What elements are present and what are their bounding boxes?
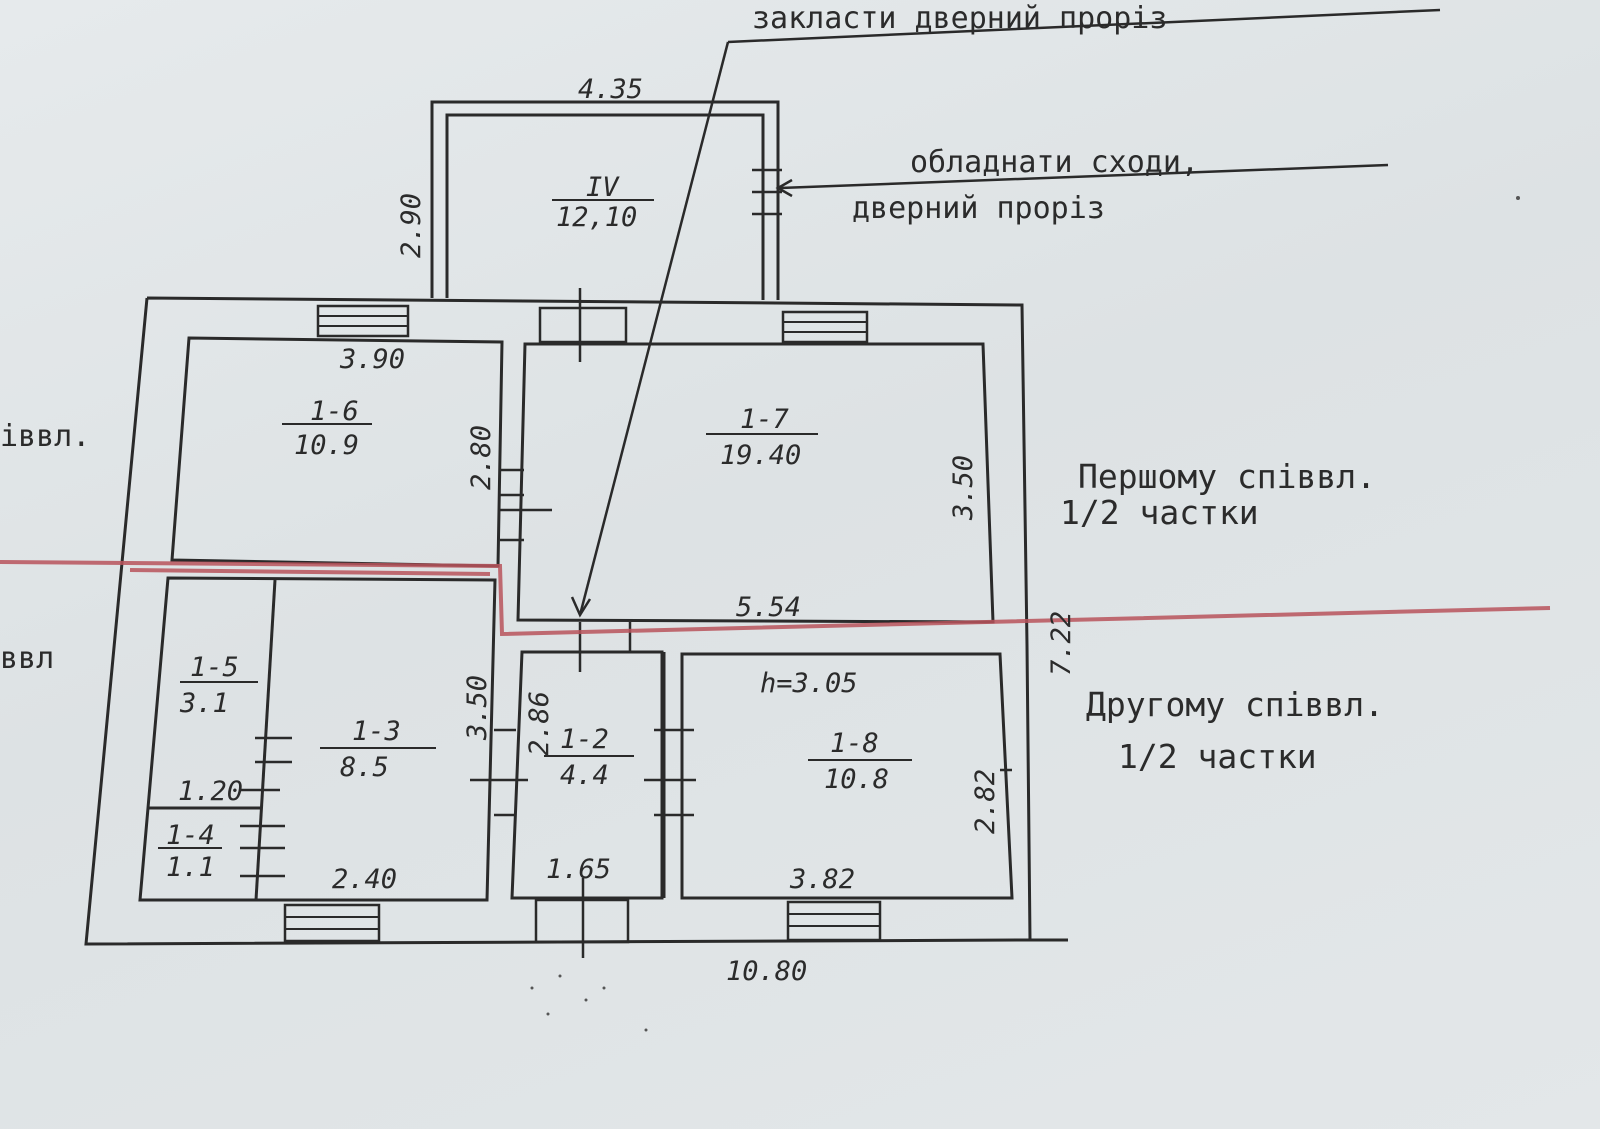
room-1-8-outline [680, 652, 1014, 900]
room-id: IV [586, 172, 620, 203]
room-id: 1-4 [166, 820, 215, 851]
room-label-1-7: 1-7 19.40 [706, 404, 818, 471]
room-label-1-8: 1-8 10.8 [808, 728, 912, 795]
dim-1-2-depth: 2.86 [524, 691, 555, 756]
partition-1-5 [254, 579, 277, 901]
dim-1-6-depth: 2.80 [466, 425, 497, 490]
scan-speckles [530, 196, 1520, 1032]
room-id: 1-7 [740, 404, 789, 435]
room-label-1-5: 1-5 3.1 [179, 652, 258, 719]
room-id: 1-2 [560, 724, 609, 755]
note-second-owner-line1: Другому співвл. [1086, 685, 1384, 724]
dim-1-6-width: 3.90 [339, 344, 405, 375]
dim-total-depth: 7.22 [1046, 611, 1077, 676]
room-id: 1-5 [190, 652, 239, 683]
ownership-division-line [0, 560, 1551, 637]
leader-lines [570, 8, 1441, 618]
room-area: 4.4 [560, 760, 609, 791]
note-close-doorway: закласти дверний проріз [752, 1, 1167, 36]
room-label-1-3: 1-3 8.5 [320, 716, 436, 783]
dim-1-7-depth: 3.50 [948, 455, 979, 521]
note-stairs-line1: обладнати сходи, [910, 145, 1199, 180]
note-stairs-line2: дверний проріз [852, 191, 1105, 226]
dim-1-8-width: 3.82 [789, 864, 855, 895]
room-id: 1-8 [830, 728, 879, 759]
dim-total-width: 10.80 [726, 956, 807, 987]
note-left-cut-1: іввл. [0, 419, 90, 454]
room-1-3-outline [138, 576, 497, 902]
note-first-owner-line2: 1/2 частки [1060, 493, 1259, 532]
room-label-1-6: 1-6 10.9 [282, 396, 372, 461]
dim-annexe-width: 4.35 [578, 74, 643, 105]
dim-1-8-depth: 2.82 [970, 769, 1001, 834]
room-label-1-2: 1-2 4.4 [544, 724, 634, 791]
room-label-1-4: 1-4 1.1 [158, 820, 222, 883]
dim-1-7-width: 5.54 [736, 592, 801, 623]
room-area: 10.8 [824, 764, 889, 795]
room-area: 19.40 [720, 440, 801, 471]
doors [240, 288, 1012, 958]
room-area: 12,10 [556, 202, 637, 233]
dim-1-3-depth: 3.50 [462, 675, 493, 741]
dim-1-2-width: 1.65 [546, 854, 611, 885]
outer-walls [84, 296, 1068, 946]
dim-annexe-depth: 2.90 [396, 193, 427, 258]
windows [283, 304, 882, 943]
note-second-owner-line2: 1/2 частки [1118, 737, 1317, 776]
dim-1-3-width: 2.40 [332, 864, 397, 895]
room-area: 3.1 [179, 688, 229, 719]
dim-1-4-length: 1.20 [178, 776, 243, 807]
room-area: 8.5 [340, 752, 389, 783]
room-id: 1-3 [352, 716, 401, 747]
annexe-iv [430, 100, 782, 300]
room-area: 1.1 [166, 852, 215, 883]
room-area: 10.9 [294, 430, 359, 461]
note-left-cut-2: ввл [0, 641, 54, 676]
room-label-iv: IV 12,10 [552, 172, 654, 233]
room-id: 1-6 [310, 396, 359, 427]
ceiling-height: h=3.05 [760, 668, 858, 699]
note-first-owner-line1: Першому співвл. [1078, 457, 1376, 496]
